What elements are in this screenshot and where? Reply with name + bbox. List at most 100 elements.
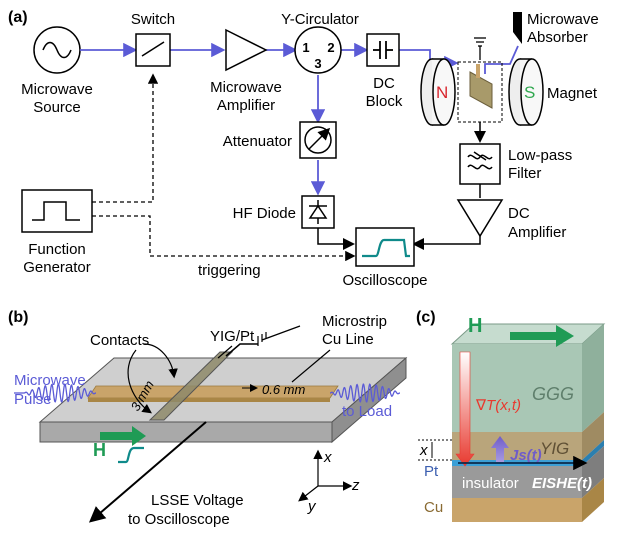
yig-side	[582, 412, 604, 460]
js-label: Js(t)	[510, 447, 542, 464]
microwave-source-label-2: Source	[33, 99, 81, 116]
triggering-label: triggering	[198, 262, 261, 279]
to-absorber-line	[484, 45, 519, 74]
trigger-lines	[92, 73, 356, 262]
h-label-c: H	[468, 315, 482, 337]
circulator-label: Y-Circulator	[281, 11, 359, 28]
switch-label: Switch	[131, 11, 175, 28]
microwave-pulse-label-2: Pulse	[14, 391, 52, 408]
dc-block-label-1: DC	[373, 75, 395, 92]
microwave-source-label-1: Microwave	[21, 81, 93, 98]
layer-stack	[450, 323, 606, 522]
contacts-label: Contacts	[90, 332, 149, 349]
insulator-label: insulator	[462, 475, 519, 492]
dc-block-label-2: Block	[366, 93, 403, 110]
coordinate-axes	[298, 449, 353, 502]
microstrip-label-1: Microstrip	[322, 313, 387, 330]
contact-wire-top	[225, 343, 258, 357]
function-generator-label-1: Function	[28, 241, 86, 258]
dc-block-box	[366, 33, 400, 67]
axis-z-label: z	[351, 477, 360, 494]
panel-c-label: (c)	[416, 309, 436, 326]
circulator	[294, 26, 342, 74]
axis-x-label: x	[323, 449, 332, 466]
x-label-c: x	[419, 442, 428, 459]
magnet-south	[508, 58, 544, 126]
attenuator-label: Attenuator	[223, 133, 292, 150]
lpf-label-2: Filter	[508, 165, 541, 182]
diode-icon	[308, 200, 328, 224]
scope-trace-icon	[362, 238, 410, 258]
lsse-label-1: LSSE Voltage	[151, 492, 244, 509]
axis-y-label: y	[307, 498, 317, 515]
cu-layer	[452, 498, 582, 522]
panel-b-label: (b)	[8, 309, 28, 326]
dc-amp-label-2: Amplifier	[508, 224, 566, 241]
ground-icon-b	[257, 332, 267, 346]
h-label-b: H	[93, 440, 106, 460]
attenuator-icon	[304, 126, 332, 154]
sample-icon	[469, 71, 493, 109]
pt-label: Pt	[424, 463, 439, 480]
insulator-side	[582, 446, 604, 498]
port-3: 3	[314, 56, 321, 71]
dim-06mm: 0.6 mm	[262, 382, 306, 397]
oscilloscope-label: Oscilloscope	[342, 272, 427, 289]
signal-path	[80, 42, 459, 196]
ggg-side	[582, 324, 604, 432]
lsse-label-2: to Oscilloscope	[128, 511, 230, 528]
yig-layer	[452, 432, 582, 460]
port-2: 2	[327, 40, 334, 55]
panel-a-label: (a)	[8, 9, 28, 26]
switch-icon	[141, 41, 165, 57]
ground-icon	[474, 37, 486, 60]
lsse-output-arrow	[88, 421, 207, 523]
cu-label: Cu	[424, 499, 443, 516]
ggg-layer	[452, 344, 582, 432]
dc-amplifier-triangle-icon	[456, 199, 504, 238]
output-wave-icon	[330, 383, 400, 403]
absorber-label-2: Absorber	[527, 29, 588, 46]
function-generator-label-2: Generator	[23, 259, 91, 276]
depth-marker	[418, 439, 452, 461]
spin-current-arrow	[491, 436, 509, 462]
lsse-signal-icon	[118, 446, 144, 464]
amplifier-triangle-icon	[225, 28, 268, 72]
absorber-icon	[513, 12, 522, 44]
h-field-arrow-c	[510, 325, 574, 347]
magnet-label: Magnet	[547, 85, 598, 102]
to-load-label: to Load	[342, 403, 392, 420]
magnet-north	[420, 58, 456, 126]
grad-t-label: ∇T(x,t)	[475, 397, 521, 414]
capacitor-icon	[373, 41, 393, 59]
sine-wave-icon	[42, 41, 72, 59]
ggg-label: GGG	[532, 384, 574, 404]
microstrip-edge	[88, 398, 330, 402]
pole-n: N	[436, 83, 448, 102]
microstrip-label-2: Cu Line	[322, 331, 374, 348]
thermal-gradient-arrow	[455, 351, 475, 467]
yig-label: YIG	[540, 439, 569, 458]
yig-pt-label: YIG/Pt	[210, 328, 255, 345]
cu-side	[582, 478, 604, 522]
pole-s: S	[524, 83, 535, 102]
pulse-icon	[32, 201, 80, 221]
yig-pt-sample	[148, 351, 234, 421]
function-generator-box	[21, 189, 93, 233]
dc-amp-label-1: DC	[508, 205, 530, 222]
mw-amplifier-label-2: Amplifier	[217, 97, 275, 114]
switch-box	[135, 33, 171, 67]
mw-amplifier-label-1: Microwave	[210, 79, 282, 96]
insulator-layer	[452, 466, 582, 498]
filter-icon	[467, 151, 493, 170]
h-field-arrow-b	[100, 426, 146, 446]
microwave-source	[33, 26, 81, 74]
low-pass-filter-box	[459, 143, 501, 185]
absorber-label-1: Microwave	[527, 11, 599, 28]
port-1: 1	[302, 40, 309, 55]
hf-diode-label: HF Diode	[233, 205, 296, 222]
microwave-pulse-label-1: Microwave	[14, 372, 86, 389]
input-wave-icon	[24, 383, 96, 403]
e-ishe-label: EISHE(t)	[532, 475, 592, 492]
